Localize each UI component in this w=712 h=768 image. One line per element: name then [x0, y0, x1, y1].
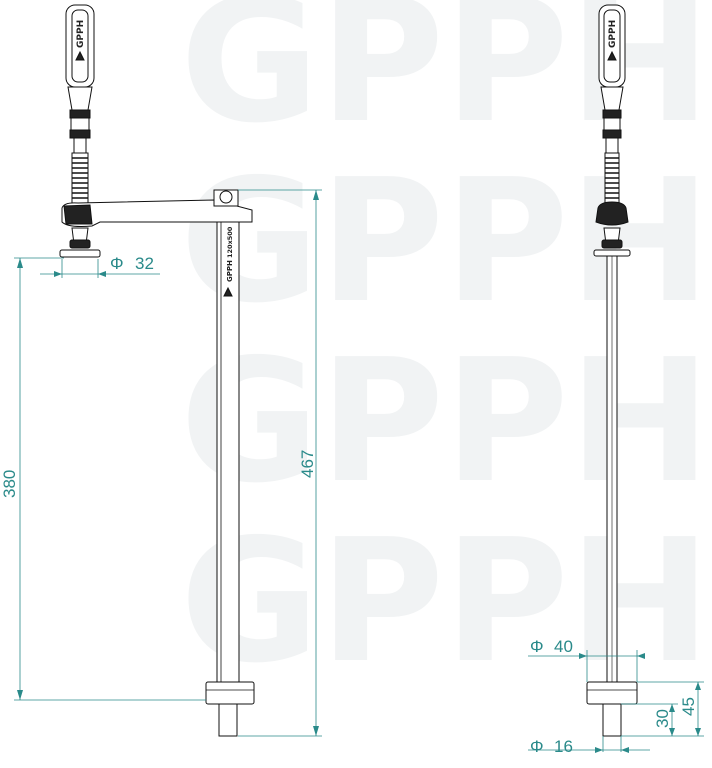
handle-logo-plate — [71, 9, 89, 83]
spindle-thread — [71, 152, 89, 206]
pin-length-value: 30 — [653, 709, 672, 728]
side-dimensions: Φ 40 Φ 16 30 45 — [528, 637, 704, 756]
pin-diameter-value: 16 — [554, 737, 573, 756]
side-pad-ball — [601, 239, 623, 249]
front-dimensions: Φ 32 380 467 — [0, 189, 322, 737]
pin-diameter-symbol: Φ — [530, 737, 544, 756]
handle-collar — [70, 117, 90, 131]
watermark-row-2: GPPH — [180, 143, 711, 341]
side-pad-plate — [593, 249, 631, 257]
clamping-depth-value: 380 — [0, 470, 19, 498]
bottom-collar — [205, 681, 255, 705]
collar-diameter-value: 40 — [554, 637, 573, 656]
side-spindle — [604, 152, 620, 204]
side-handle-neck — [600, 86, 624, 111]
handle-ferrule — [73, 137, 87, 154]
side-arm — [593, 201, 631, 257]
rail-logo-triangle-icon — [223, 286, 233, 297]
side-bottom-pin — [602, 703, 622, 737]
front-spindle — [71, 152, 89, 206]
pad-diameter-symbol: Φ — [110, 254, 124, 273]
handle-collar-bottom — [69, 129, 91, 139]
watermark: GPPH GPPH GPPH GPPH — [180, 0, 711, 701]
arm-pin — [219, 190, 233, 204]
side-collar — [603, 117, 621, 131]
bottom-pin — [218, 703, 238, 737]
handle-collar-top — [69, 109, 91, 119]
collar-to-end-value: 45 — [679, 697, 698, 716]
side-arm-boss — [595, 201, 629, 226]
watermark-row-1: GPPH — [180, 0, 711, 161]
side-handle-logo: GPPH — [608, 20, 618, 48]
front-sliding-arm — [61, 189, 253, 227]
total-length-value: 467 — [298, 450, 317, 478]
collar-diameter-symbol: Φ — [530, 637, 544, 656]
rail-size-marking: 120x500 — [226, 226, 234, 258]
front-view: GPPH — [0, 4, 322, 737]
pad-diameter-value: 32 — [135, 254, 154, 273]
front-swivel-pad — [59, 227, 101, 258]
side-handle-plate — [603, 9, 621, 83]
side-ferrule — [605, 137, 619, 154]
side-view: GPPH — [528, 4, 704, 756]
side-collar-bottom — [602, 129, 622, 139]
front-rail: GPPH 120x500 — [216, 221, 240, 683]
rail-logo: GPPH — [226, 260, 234, 282]
watermark-row-4: GPPH — [180, 503, 711, 701]
side-collar-top — [602, 109, 622, 119]
arm-boss — [63, 204, 93, 225]
side-bottom — [586, 681, 638, 737]
handle-neck — [67, 86, 93, 111]
side-logo-triangle-icon — [607, 50, 617, 61]
side-bottom-collar — [586, 681, 638, 705]
pad-ball — [69, 239, 91, 249]
watermark-row-3: GPPH — [180, 323, 711, 521]
front-bottom — [205, 681, 255, 737]
front-handle: GPPH — [65, 4, 95, 154]
handle-logo: GPPH — [76, 20, 86, 48]
side-handle: GPPH — [598, 4, 626, 154]
logo-triangle-icon — [75, 50, 85, 61]
pad-plate — [59, 249, 101, 258]
side-rail — [606, 255, 618, 683]
